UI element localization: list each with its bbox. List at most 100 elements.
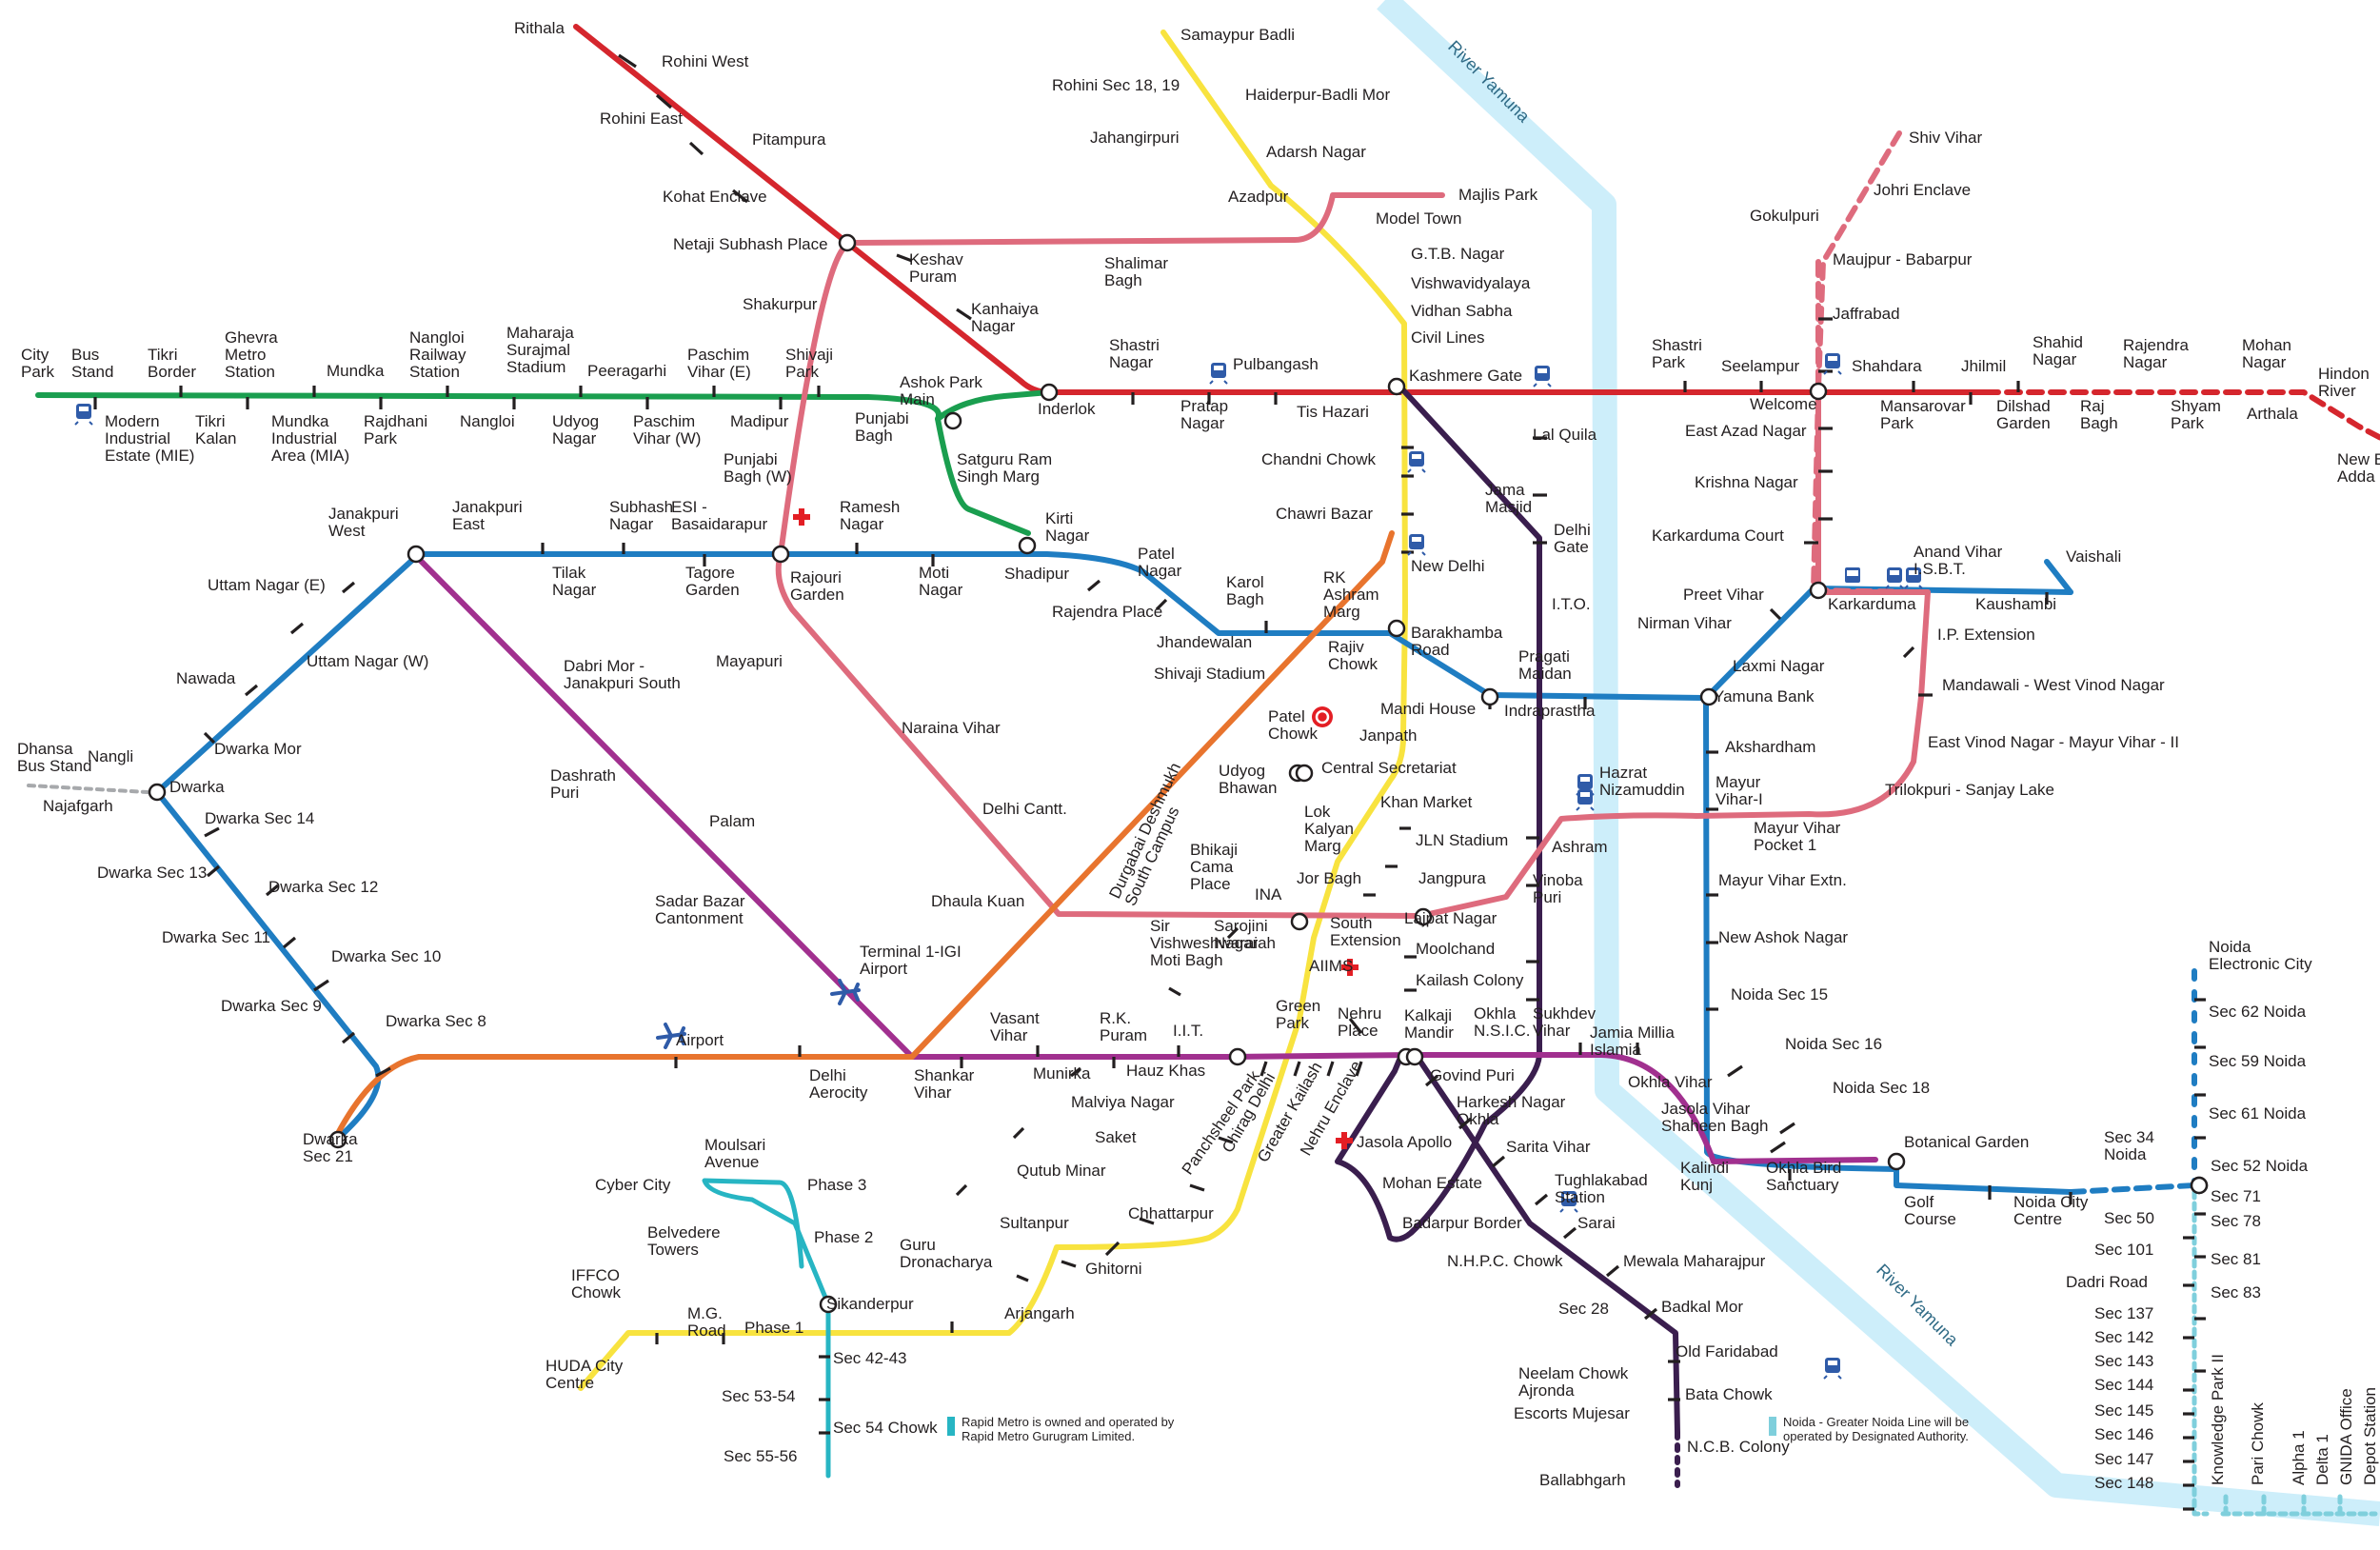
station-label-kohat-enclave: Kohat Enclave (663, 188, 767, 206)
station-label-sec-62-noida: Sec 62 Noida (2209, 1003, 2307, 1021)
map-icons-layer (74, 353, 1923, 1380)
station-label-nhpc-chowk: N.H.P.C. Chowk (1447, 1252, 1563, 1270)
station-tick (655, 93, 673, 109)
note-swatch (1769, 1417, 1776, 1436)
station-tick (955, 1183, 968, 1197)
station-tick (1218, 1136, 1234, 1144)
station-label-sec-71: Sec 71 (2211, 1187, 2261, 1205)
metro-line-red-ext (1982, 389, 2380, 441)
station-label-aiims: AIIMS (1309, 957, 1353, 975)
station-label-new-delhi: New Delhi (1411, 557, 1484, 575)
station-label-sec-53-54: Sec 53-54 (722, 1387, 796, 1405)
station-label-kailash-colony: Kailash Colony (1416, 971, 1524, 989)
station-label-shadipur: Shadipur (1004, 565, 1069, 583)
station-label-jaffrabad: Jaffrabad (1833, 305, 1900, 323)
station-label-mohan-estate: Mohan Estate (1382, 1174, 1482, 1192)
station-label-hauz-khas: Hauz Khas (1126, 1062, 1205, 1080)
station-label-adarsh-nagar: Adarsh Nagar (1266, 143, 1366, 161)
station-tick (1770, 1141, 1786, 1154)
station-label-welcome: Welcome (1750, 395, 1817, 413)
station-tick (204, 826, 220, 838)
station-label-sec-61-noida: Sec 61 Noida (2209, 1104, 2307, 1123)
station-label-saket: Saket (1095, 1128, 1137, 1146)
hospital-icon (1341, 959, 1359, 976)
station-label-madipur: Madipur (730, 412, 789, 430)
railway-station-icon (1559, 1191, 1578, 1213)
station-tick (1458, 1117, 1473, 1130)
station-label-phase-3: Phase 3 (807, 1176, 866, 1194)
station-label-mundka: Mundka (327, 362, 385, 380)
station-tick (1902, 646, 1915, 659)
station-label-knowledge-park-ii: Knowledge Park II (2209, 1354, 2227, 1485)
station-label-model-town: Model Town (1376, 209, 1461, 228)
hospital-icon (793, 508, 810, 526)
station-label-yamuna-bank: Yamuna Bank (1714, 687, 1815, 705)
station-label-dwarka-sec-9: Dwarka Sec 9 (221, 997, 322, 1015)
station-tick (956, 308, 972, 321)
station-label-gokulpuri: Gokulpuri (1750, 207, 1819, 225)
station-label-jor-bagh: Jor Bagh (1297, 869, 1361, 887)
station-tick (203, 731, 216, 745)
railway-station-icon (1407, 534, 1426, 556)
station-tick (1562, 1226, 1577, 1240)
station-label-peeragarhi: Peeragarhi (587, 362, 666, 380)
station-label-sec-59-noida: Sec 59 Noida (2209, 1052, 2307, 1070)
station-label-jasola-apollo: Jasola Apollo (1357, 1133, 1452, 1151)
airport-icon (656, 1023, 686, 1049)
station-label-dwarka-sec-8: Dwarka Sec 8 (386, 1012, 486, 1030)
station-label-shivaji-stadium: Shivaji Stadium (1154, 665, 1265, 683)
station-label-sarai: Sarai (1577, 1214, 1616, 1232)
railway-station-icon (1823, 1358, 1842, 1380)
station-tick (1104, 1241, 1121, 1257)
station-label-dwarka-sec-10: Dwarka Sec 10 (331, 947, 441, 965)
station-tick (1769, 607, 1782, 621)
station-label-dwarka-sec-14: Dwarka Sec 14 (205, 809, 314, 827)
railway-station-icon (1209, 363, 1228, 385)
station-label-pulbangash: Pulbangash (1233, 355, 1319, 373)
metro-line-noida-gn (2192, 1189, 2378, 1517)
station-label-vidhan-sabha: Vidhan Sabha (1411, 302, 1513, 320)
station-label-jangpura: Jangpura (1418, 869, 1486, 887)
station-tick (1259, 1061, 1268, 1077)
station-tick (1139, 1217, 1155, 1225)
station-tick (1605, 1264, 1620, 1278)
station-label-chhattarpur: Chhattarpur (1128, 1204, 1214, 1222)
station-label-arjangarh: Arjangarh (1004, 1304, 1075, 1322)
railway-station-icon (1904, 567, 1923, 589)
railway-station-icon (1885, 567, 1904, 589)
metro-line-green-2 (935, 389, 1052, 422)
station-label-preet-vihar: Preet Vihar (1683, 586, 1764, 604)
station-label-bata-chowk: Bata Chowk (1685, 1385, 1773, 1403)
